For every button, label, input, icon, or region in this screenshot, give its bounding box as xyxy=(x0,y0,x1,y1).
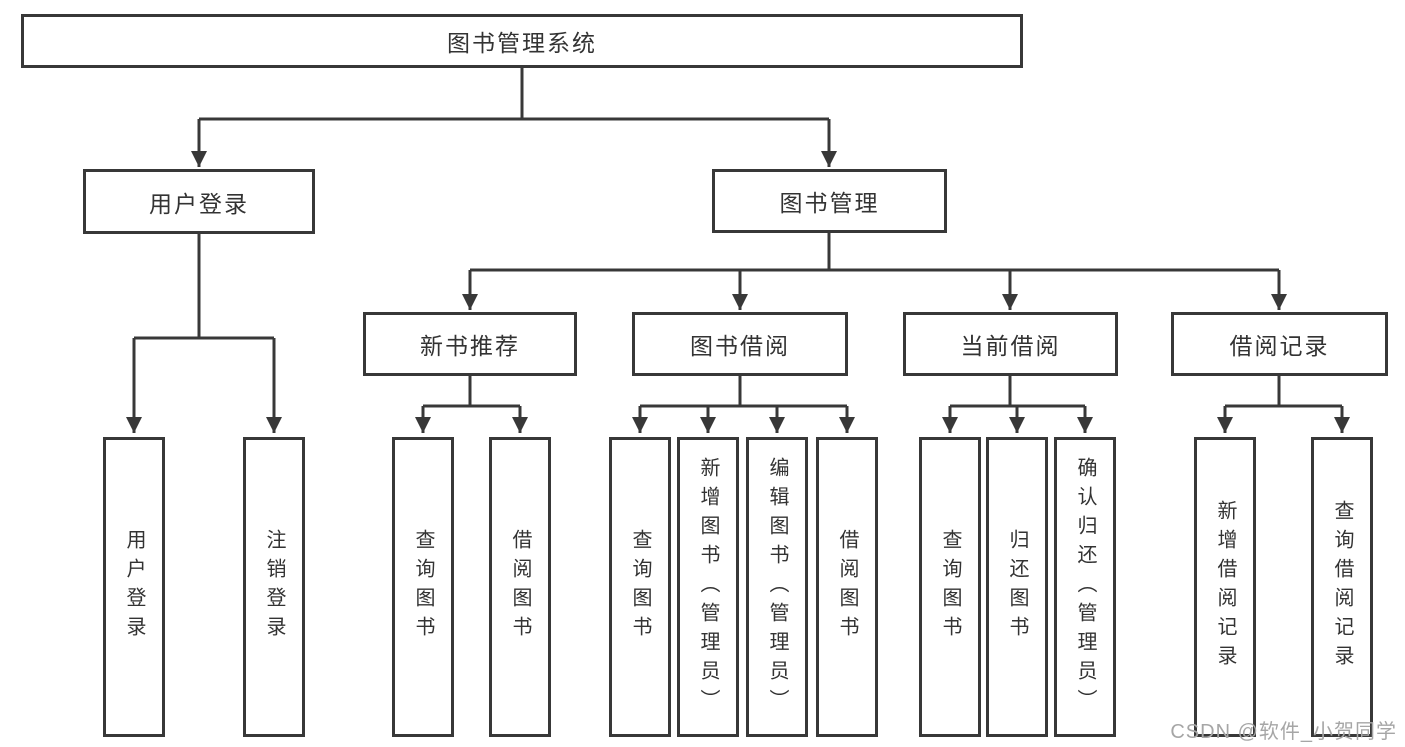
node-new-book-recommend: 新书推荐 xyxy=(363,312,577,376)
leaf-logout-login-label: 注销登录 xyxy=(263,529,285,645)
leaf-borrowrecord-add-label: 新增借阅记录 xyxy=(1214,500,1236,674)
node-root: 图书管理系统 xyxy=(21,14,1023,68)
node-borrow-record: 借阅记录 xyxy=(1171,312,1388,376)
connector-borrowrecord-split xyxy=(1225,376,1342,408)
connector-bookmgmt-split xyxy=(470,233,1279,272)
connector-root-to-level2 xyxy=(199,68,829,121)
leaf-bookborrow-add-label: 新增图书（管理员） xyxy=(697,456,719,718)
connector-newbook-split xyxy=(423,376,520,408)
leaf-newbook-query-label: 查询图书 xyxy=(412,529,434,645)
leaf-currentborrow-return-label: 归还图书 xyxy=(1006,529,1028,645)
node-new-book-recommend-label: 新书推荐 xyxy=(420,333,520,359)
leaf-currentborrow-return: 归还图书 xyxy=(986,437,1048,737)
leaf-currentborrow-query-label: 查询图书 xyxy=(939,529,961,645)
connector-bars xyxy=(134,68,1342,408)
leaf-bookborrow-edit: 编辑图书（管理员） xyxy=(746,437,808,737)
node-user-login-label: 用户登录 xyxy=(149,190,249,217)
leaf-currentborrow-confirm-label: 确认归还（管理员） xyxy=(1074,456,1096,718)
leaf-bookborrow-edit-label: 编辑图书（管理员） xyxy=(766,456,788,718)
leaf-logout-login: 注销登录 xyxy=(243,437,305,737)
leaf-borrowrecord-query-label: 查询借阅记录 xyxy=(1331,500,1353,674)
leaf-newbook-borrow: 借阅图书 xyxy=(489,437,551,737)
node-book-borrow-label: 图书借阅 xyxy=(690,333,790,359)
node-current-borrow-label: 当前借阅 xyxy=(960,333,1061,359)
leaf-currentborrow-confirm: 确认归还（管理员） xyxy=(1054,437,1116,737)
leaf-newbook-query: 查询图书 xyxy=(392,437,454,737)
node-current-borrow: 当前借阅 xyxy=(903,312,1118,376)
connector-userlogin-split xyxy=(134,232,274,340)
node-user-login: 用户登录 xyxy=(83,169,315,234)
leaf-bookborrow-add: 新增图书（管理员） xyxy=(677,437,739,737)
leaf-user-login-label: 用户登录 xyxy=(123,529,145,645)
leaf-borrowrecord-add: 新增借阅记录 xyxy=(1194,437,1256,737)
node-root-label: 图书管理系统 xyxy=(447,30,597,56)
leaf-bookborrow-borrow: 借阅图书 xyxy=(816,437,878,737)
leaf-bookborrow-borrow-label: 借阅图书 xyxy=(836,529,858,645)
leaf-bookborrow-query: 查询图书 xyxy=(609,437,671,737)
leaf-user-login: 用户登录 xyxy=(103,437,165,737)
node-book-borrow: 图书借阅 xyxy=(632,312,848,376)
connector-currentborrow-split xyxy=(950,376,1085,408)
csdn-watermark: CSDN @软件_小贺同学 xyxy=(1170,721,1397,743)
connector-arrows xyxy=(126,119,1350,433)
node-book-management: 图书管理 xyxy=(712,169,947,233)
leaf-currentborrow-query: 查询图书 xyxy=(919,437,981,737)
connector-bookborrow-split xyxy=(640,376,847,408)
leaf-borrowrecord-query: 查询借阅记录 xyxy=(1311,437,1373,737)
node-book-management-label: 图书管理 xyxy=(779,190,880,216)
node-borrow-record-label: 借阅记录 xyxy=(1229,333,1330,359)
leaf-newbook-borrow-label: 借阅图书 xyxy=(509,529,531,645)
leaf-bookborrow-query-label: 查询图书 xyxy=(629,529,651,645)
